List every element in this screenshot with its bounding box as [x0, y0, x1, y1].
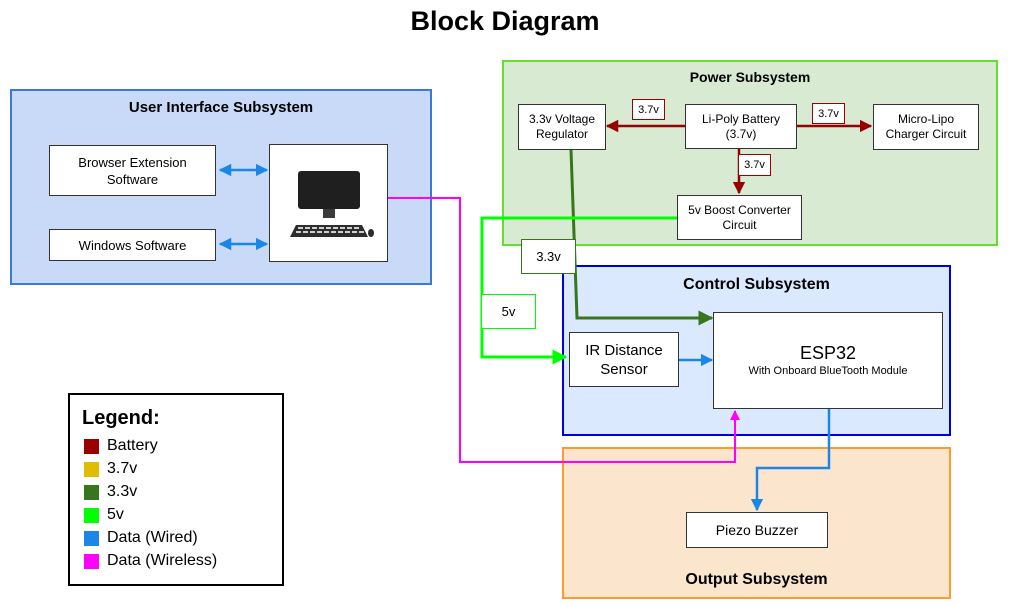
wireless-data-link — [388, 197, 740, 463]
esp32-subtitle: With Onboard BlueTooth Module — [748, 365, 908, 377]
legend-swatch — [84, 553, 99, 569]
legend-label: 3.7v — [107, 460, 138, 477]
legend-label: Data (Wired) — [107, 529, 198, 546]
output-subsystem-title: Output Subsystem — [685, 571, 828, 588]
legend-label: 3.3v — [107, 483, 138, 500]
battery-block: Li-Poly Battery (3.7v) — [685, 104, 797, 149]
legend-title: Legend: — [82, 407, 160, 429]
ui-subsystem-title: User Interface Subsystem — [128, 99, 314, 116]
legend-label: Battery — [107, 437, 158, 454]
legend-item-battery: Battery — [84, 437, 158, 455]
bat-reg-voltage-label: 3.7v — [632, 99, 665, 120]
windows-software-block: Windows Software — [49, 229, 216, 261]
charger-block: Micro-Lipo Charger Circuit — [873, 104, 979, 150]
computer-block — [269, 144, 388, 262]
piezo-buzzer-block: Piezo Buzzer — [686, 512, 828, 548]
voltage-regulator-block: 3.3v Voltage Regulator — [518, 104, 606, 150]
legend: Legend: Battery 3.7v 3.3v 5v Data (Wired… — [68, 393, 284, 586]
legend-item-5v: 5v — [84, 506, 124, 524]
diagram-title: Block Diagram — [410, 6, 600, 36]
legend-item-data-wireless: Data (Wireless) — [84, 552, 217, 570]
power-subsystem-title: Power Subsystem — [689, 69, 811, 85]
v33-label: 3.3v — [521, 239, 576, 274]
legend-swatch — [84, 438, 99, 454]
v5-label: 5v — [481, 294, 536, 329]
esp32-block: ESP32 With Onboard BlueTooth Module — [713, 312, 943, 409]
legend-item-3-7v: 3.7v — [84, 460, 137, 478]
legend-item-data-wired: Data (Wired) — [84, 529, 198, 547]
legend-label: Data (Wireless) — [107, 552, 218, 569]
v5-line — [480, 216, 677, 365]
legend-swatch — [84, 484, 99, 500]
control-subsystem-title: Control Subsystem — [683, 276, 830, 293]
legend-label: 5v — [107, 506, 124, 523]
esp32-title: ESP32 — [799, 343, 857, 363]
legend-swatch — [84, 530, 99, 546]
esp32-to-piezo-link — [750, 408, 831, 512]
desktop-computer-icon — [289, 171, 374, 237]
legend-swatch — [84, 507, 99, 523]
output-subsystem: Output Subsystem — [562, 447, 951, 599]
bat-boost-voltage-label: 3.7v — [738, 154, 771, 176]
bat-chg-voltage-label: 3.7v — [812, 103, 845, 124]
legend-item-3-3v: 3.3v — [84, 483, 137, 501]
legend-swatch — [84, 461, 99, 477]
v33-line — [569, 149, 714, 326]
ir-sensor-block: IR Distance Sensor — [569, 332, 679, 387]
boost-converter-block: 5v Boost Converter Circuit — [677, 195, 802, 240]
browser-extension-block: Browser Extension Software — [49, 145, 216, 196]
